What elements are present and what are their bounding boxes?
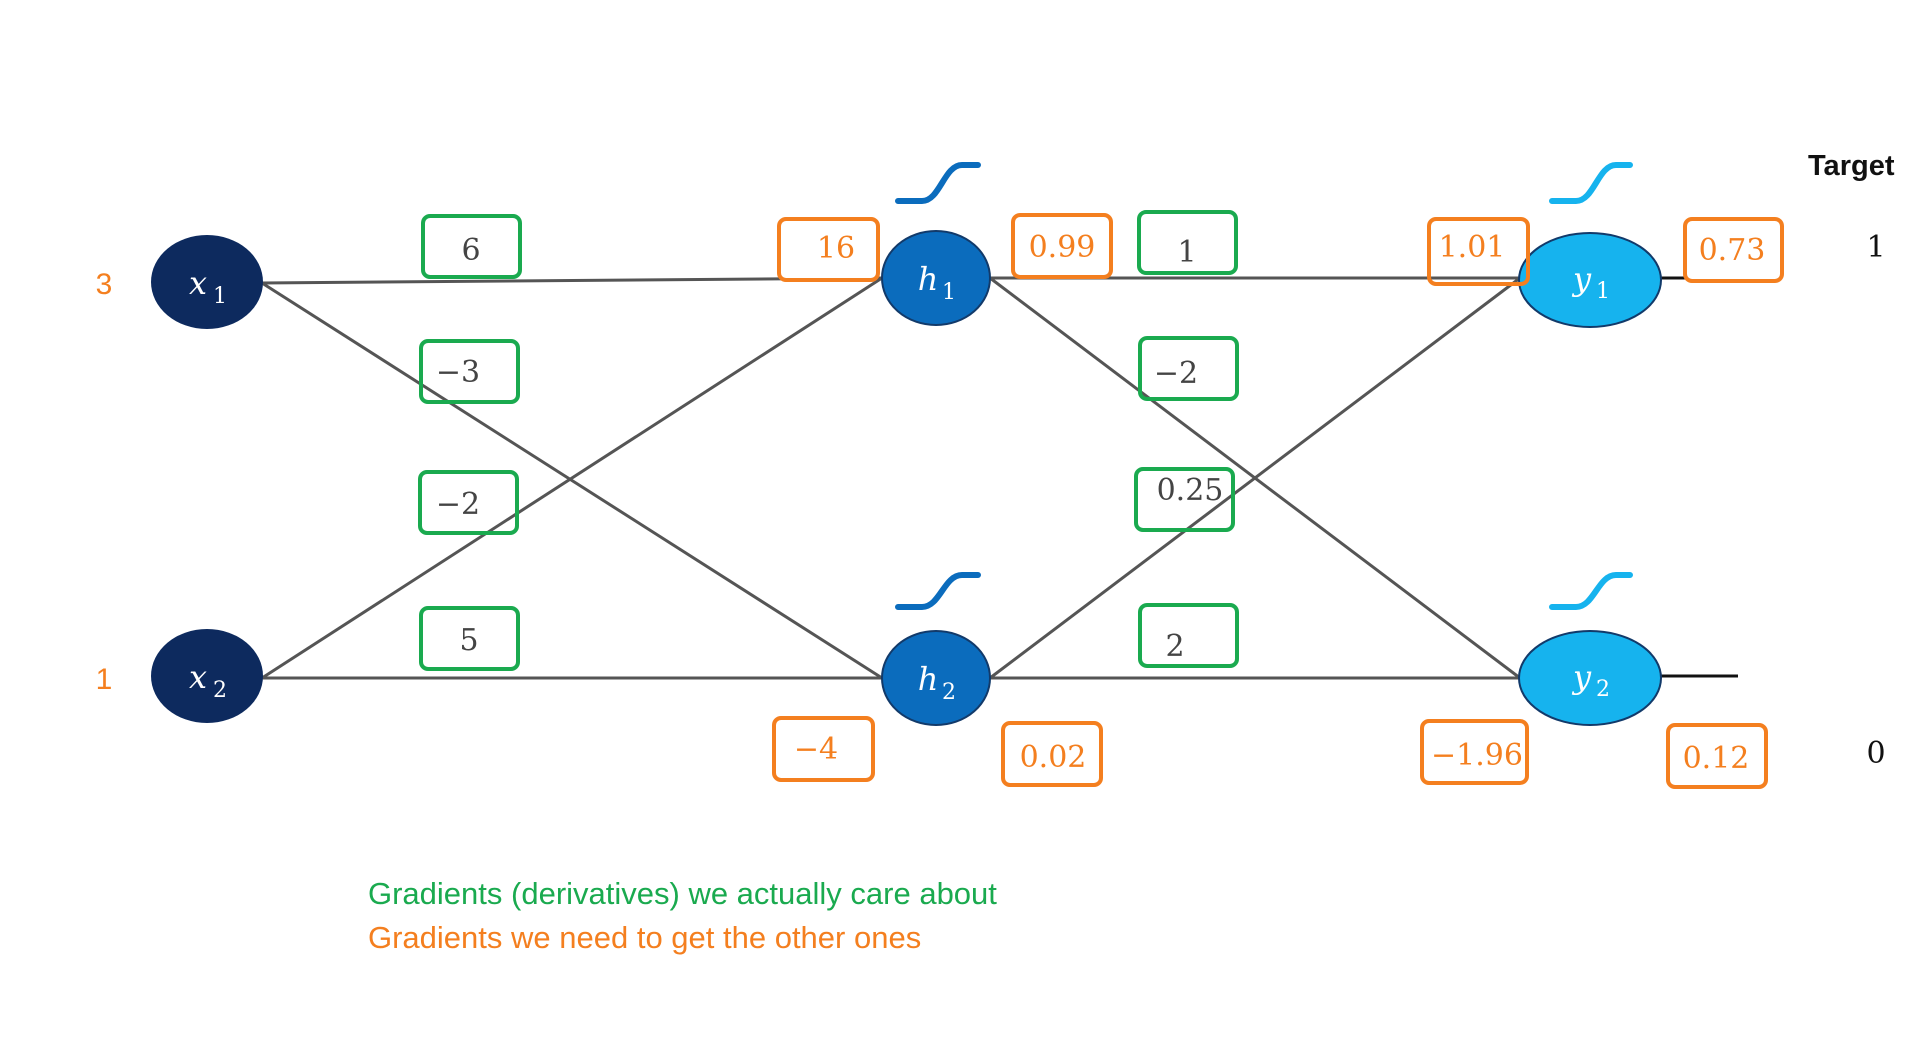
gradient-value: 1 — [1177, 235, 1196, 270]
node-gradient-h1-pre: 16 — [777, 217, 880, 282]
output-node-y2: y 2 — [1518, 630, 1662, 726]
edges — [261, 276, 1738, 680]
gradient-value: −3 — [436, 355, 480, 390]
nodes: x 1 x 2 h 1 h 2 y 1 — [151, 230, 1662, 726]
gradient-value: 16 — [817, 231, 855, 266]
weight-gradient-h1-y1: 1 — [1137, 210, 1238, 275]
weight-gradient-h2-y2: 2 — [1138, 603, 1239, 668]
node-symbol: x — [189, 658, 207, 696]
target-value-y2: 0 — [1866, 736, 1885, 771]
input-node-x2: x 2 — [151, 629, 263, 723]
gradient-value: 2 — [1165, 629, 1184, 664]
node-gradient-h2-post: 0.02 — [1001, 721, 1103, 787]
legend-orange-text: Gradients we need to get the other ones — [368, 920, 922, 955]
input-value-x2: 1 — [96, 663, 113, 696]
node-subscript: 2 — [213, 678, 227, 703]
edge-x1-h2 — [261, 281, 883, 680]
node-gradient-h1-post: 0.99 — [1011, 213, 1113, 279]
edge-x1-h1 — [261, 276, 883, 285]
gradient-value: 0.99 — [1029, 230, 1096, 265]
sigmoid-icon — [895, 162, 981, 204]
activation-icons — [895, 162, 1633, 610]
node-subscript: 1 — [213, 284, 227, 309]
weight-gradient-h2-y1: 0.25 — [1134, 467, 1235, 532]
node-subscript: 1 — [1596, 279, 1610, 304]
node-gradient-boxes: 16 0.99 −4 0.02 1.01 0.73 — [772, 213, 1784, 789]
weight-gradient-boxes: 6 −3 −2 5 1 −2 — [418, 210, 1239, 671]
gradient-value: 0.25 — [1157, 473, 1224, 508]
gradient-value: 5 — [459, 623, 478, 658]
sigmoid-icon — [895, 572, 981, 610]
node-gradient-h2-pre: −4 — [772, 716, 875, 782]
node-symbol: x — [189, 264, 207, 302]
gradient-value: −1.96 — [1431, 738, 1523, 773]
node-symbol: y — [1571, 260, 1592, 298]
node-subscript: 2 — [942, 680, 956, 705]
weight-gradient-x1-h1: 6 — [421, 214, 522, 279]
gradient-value: −4 — [794, 732, 838, 767]
gradient-value: −2 — [436, 487, 480, 522]
weight-gradient-x1-h2: −3 — [419, 339, 520, 404]
gradient-value: −2 — [1154, 356, 1198, 391]
target-value-y1: 1 — [1866, 230, 1885, 265]
weight-gradient-h1-y2: −2 — [1138, 336, 1239, 401]
hidden-node-h1: h 1 — [881, 230, 991, 326]
node-gradient-y1-post: 0.73 — [1683, 217, 1784, 283]
sigmoid-icon — [1549, 162, 1633, 204]
gradient-value: 6 — [461, 233, 480, 268]
edge-h2-y1 — [989, 276, 1521, 680]
hidden-node-h2: h 2 — [881, 630, 991, 726]
node-gradient-y2-post: 0.12 — [1666, 723, 1768, 789]
sigmoid-icon — [1549, 572, 1633, 610]
node-subscript: 1 — [942, 280, 956, 305]
node-symbol: h — [918, 260, 939, 298]
gradient-value: 0.73 — [1699, 233, 1766, 268]
node-symbol: y — [1571, 658, 1592, 696]
input-value-x1: 3 — [96, 268, 113, 301]
target-heading: Target — [1808, 150, 1895, 182]
gradient-value: 0.02 — [1020, 740, 1087, 775]
legend-green-text: Gradients (derivatives) we actually care… — [368, 876, 997, 911]
node-gradient-y2-pre: −1.96 — [1420, 719, 1529, 785]
weight-gradient-x2-h2: 5 — [419, 606, 520, 671]
node-subscript: 2 — [1596, 677, 1610, 702]
node-symbol: h — [918, 660, 939, 698]
gradient-value: 0.12 — [1683, 741, 1750, 776]
gradient-value: 1.01 — [1439, 230, 1506, 265]
input-node-x1: x 1 — [151, 235, 263, 329]
output-node-y1: y 1 — [1518, 232, 1662, 328]
weight-gradient-x2-h1: −2 — [418, 470, 519, 535]
node-gradient-y1-pre: 1.01 — [1427, 217, 1530, 286]
edge-x2-h1 — [261, 276, 883, 680]
